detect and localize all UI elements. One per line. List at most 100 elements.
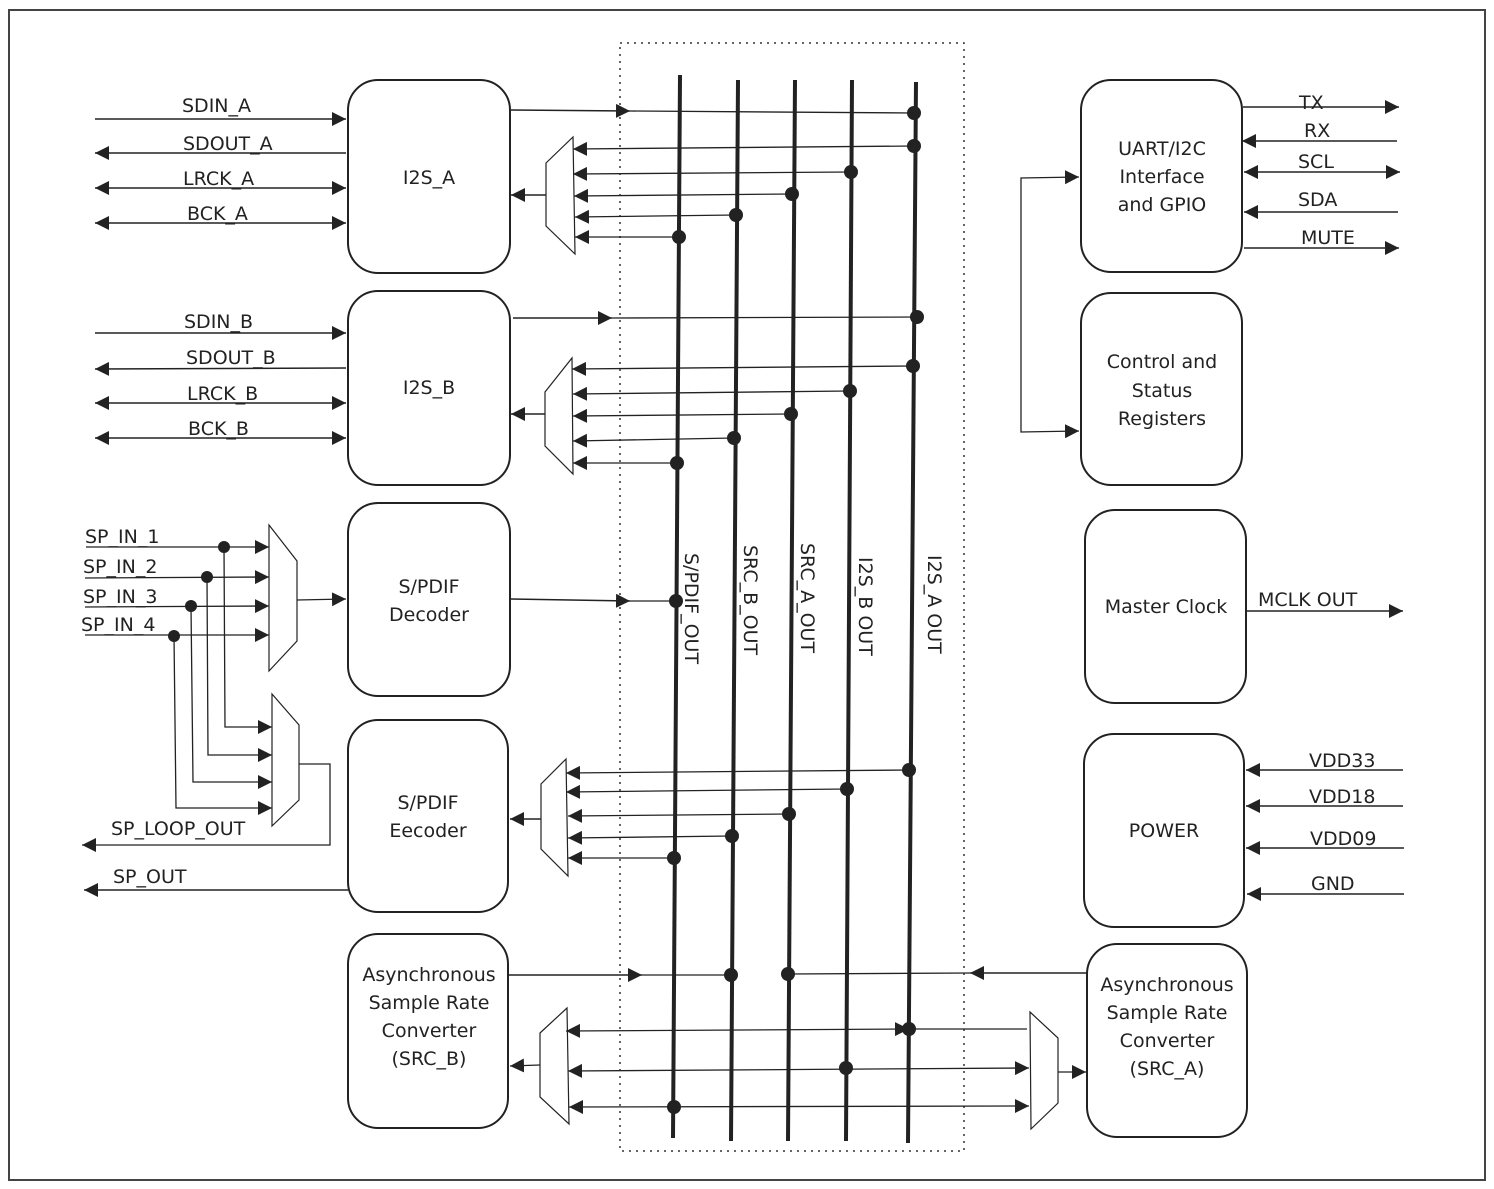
junction-dot xyxy=(907,139,921,153)
spdif-decoder-block[interactable] xyxy=(347,502,511,697)
src-b-label-1: Asynchronous xyxy=(362,964,495,986)
bus-src-b-out xyxy=(729,79,740,1142)
gnd-label: GND xyxy=(1311,873,1355,895)
junction-dot xyxy=(781,967,795,981)
sp-in-2-label: SP_IN_2 xyxy=(83,556,157,578)
spdif-decoder-out-wire xyxy=(510,593,631,608)
junction-dot xyxy=(902,1022,916,1036)
src-b-label-4: (SRC_B) xyxy=(392,1048,467,1070)
xbar-wire xyxy=(572,408,792,423)
xbar-wire xyxy=(571,361,914,376)
src-a-block[interactable] xyxy=(1086,943,1248,1138)
i2s-a-group: I2S_A SDIN_A SDOUT_A LRCK_A BCK_A xyxy=(95,79,915,274)
bus-label-i2s-b-out: I2S_B OUT xyxy=(854,557,876,656)
sp-loop-out-wire xyxy=(82,763,331,852)
junction-dot xyxy=(844,165,858,179)
csr-group: Control and Status Registers xyxy=(1020,170,1243,486)
loop-wire-2 xyxy=(206,576,272,762)
crossbar-region xyxy=(619,42,965,1152)
i2s-b-input-mux xyxy=(544,356,574,476)
xbar-wire xyxy=(572,386,851,401)
bck-a-label: BCK_A xyxy=(187,203,248,225)
crossbar-junctions xyxy=(667,106,924,1114)
sp-in-2-wire xyxy=(84,570,270,585)
xbar-wire xyxy=(567,830,733,845)
spdif-encoder-block[interactable] xyxy=(347,719,509,913)
xbar-wire xyxy=(565,1022,910,1038)
spdif-encoder-label-1: S/PDIF xyxy=(397,792,458,814)
src-a-group: Asynchronous Sample Rate Converter (SRC_… xyxy=(787,943,1248,1138)
src-b-mux xyxy=(539,1006,570,1126)
junction-dot xyxy=(910,310,924,324)
vdd09-label: VDD09 xyxy=(1310,828,1376,850)
xbar-wire xyxy=(565,784,848,799)
junction-dot xyxy=(840,782,854,796)
i2s-a-out-tap xyxy=(629,110,915,114)
loop-wire-1 xyxy=(223,546,272,734)
bus-label-src-a-out: SRC_A_OUT xyxy=(796,543,818,653)
junction-dot xyxy=(672,230,686,244)
junction-dot xyxy=(785,187,799,201)
uart-block[interactable] xyxy=(1080,79,1243,273)
spdif-decoder-label-1: S/PDIF xyxy=(398,576,459,598)
spdif-decoder-group: S/PDIF Decoder SP_IN_1 SP_IN_2 SP_IN_3 S… xyxy=(81,502,676,852)
src-b-group: Asynchronous Sample Rate Converter (SRC_… xyxy=(347,933,1030,1129)
src-a-label-4: (SRC_A) xyxy=(1130,1058,1205,1080)
junction-dot xyxy=(907,106,921,120)
diagram-frame xyxy=(8,9,1486,1181)
junction-dot xyxy=(727,431,741,445)
i2s-a-label: I2S_A xyxy=(403,167,455,189)
junction-dot xyxy=(669,594,683,608)
bus-label-src-b-out: SRC_B_OUT xyxy=(739,545,761,655)
xbar-wire xyxy=(565,765,910,780)
src-b-label-2: Sample Rate xyxy=(369,992,490,1014)
uart-label-2: Interface xyxy=(1119,166,1204,188)
csr-block[interactable] xyxy=(1080,292,1243,486)
xbar-wire xyxy=(787,972,971,975)
sdout-a-label: SDOUT_A xyxy=(183,133,273,155)
sp-loop-out-label: SP_LOOP_OUT xyxy=(111,818,246,840)
junction-dot xyxy=(839,1061,853,1075)
bus-label-spdif-out: S/PDIF_OUT xyxy=(680,553,702,664)
sda-label: SDA xyxy=(1298,189,1337,211)
xbar-wire xyxy=(573,188,793,203)
lrck-a-label: LRCK_A xyxy=(183,168,254,190)
sp-out-label: SP_OUT xyxy=(113,866,187,888)
src-b-block[interactable] xyxy=(347,933,509,1129)
sdin-b-label: SDIN_B xyxy=(184,311,253,333)
src-b-label-3: Converter xyxy=(382,1020,477,1042)
sdout-b-label: SDOUT_B xyxy=(186,347,276,369)
uart-label-3: and GPIO xyxy=(1118,194,1207,216)
junction-dot xyxy=(725,829,739,843)
csr-label-3: Registers xyxy=(1118,408,1206,430)
power-block[interactable] xyxy=(1083,733,1245,928)
xbar-wire xyxy=(574,209,737,224)
i2s-a-input-mux xyxy=(545,135,576,256)
lrck-b-label: LRCK_B xyxy=(187,383,258,405)
i2s-b-block[interactable] xyxy=(347,290,511,486)
sp-in-4-label: SP_IN_4 xyxy=(81,614,155,636)
i2s-b-group: I2S_B SDIN_B SDOUT_B LRCK_B BCK_B xyxy=(94,290,918,486)
xbar-wire xyxy=(572,433,735,448)
mute-label: MUTE xyxy=(1301,227,1355,249)
spdif-encoder-group: S/PDIF Eecoder SP_OUT xyxy=(84,719,910,913)
spdif-encoder-label-2: Eecoder xyxy=(389,820,467,842)
spdif-in-mux xyxy=(268,523,298,673)
i2s-a-block[interactable] xyxy=(347,79,511,274)
sp-in-3-label: SP_IN_3 xyxy=(83,586,157,608)
xbar-wire xyxy=(611,316,918,319)
xbar-wire xyxy=(572,141,915,156)
master-clock-block[interactable] xyxy=(1084,509,1247,704)
xbar-wire xyxy=(567,1061,1030,1078)
sp-in-3-wire xyxy=(84,599,270,614)
src-a-label-1: Asynchronous xyxy=(1100,974,1233,996)
loop-wire-3 xyxy=(190,605,272,789)
src-a-label-2: Sample Rate xyxy=(1107,1002,1228,1024)
uart-group: UART/I2C Interface and GPIO TX RX SCL SD… xyxy=(1080,79,1400,273)
vdd33-label: VDD33 xyxy=(1309,750,1375,772)
spdif-loop-mux xyxy=(271,692,300,828)
bck-b-label: BCK_B xyxy=(188,418,249,440)
junction-dot xyxy=(782,807,796,821)
sdout-b-wire xyxy=(94,361,347,376)
junction-dot xyxy=(724,968,738,982)
